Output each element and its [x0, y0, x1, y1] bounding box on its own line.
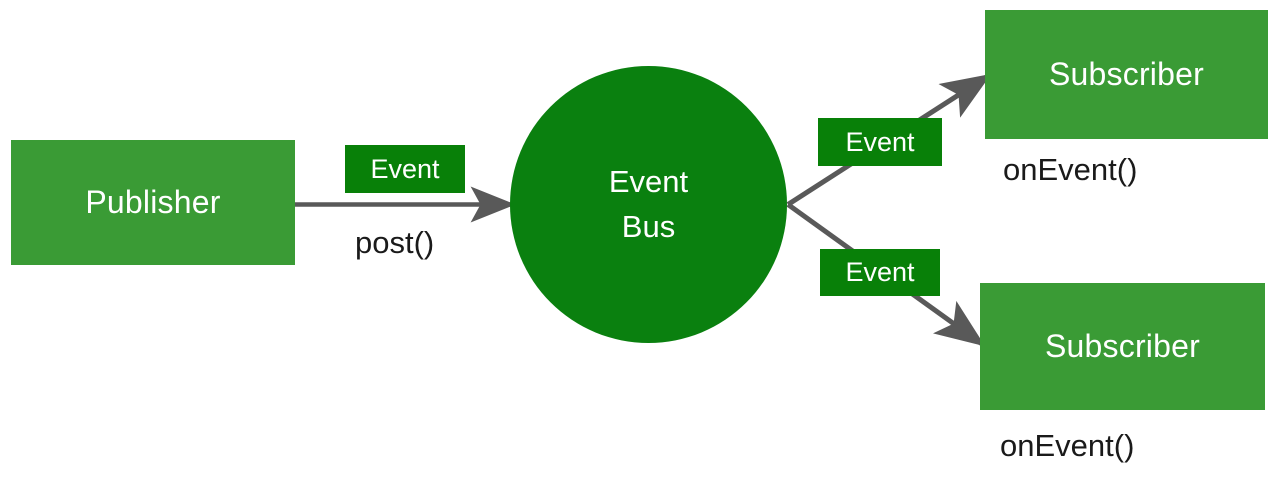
node-subscriber-top-label: Subscriber — [1049, 55, 1204, 92]
node-subscriber-bottom[interactable]: Subscriber — [980, 283, 1265, 410]
node-publisher[interactable]: Publisher — [11, 140, 295, 265]
method-label-onevent-bottom: onEvent() — [1000, 428, 1135, 463]
node-publisher-label: Publisher — [85, 183, 221, 220]
chip-event-post: Event — [345, 145, 465, 193]
node-event-bus-label-line2: Bus — [621, 208, 676, 244]
method-label-post: post() — [355, 225, 435, 260]
chip-event-post-label: Event — [370, 153, 440, 184]
method-label-onevent-top: onEvent() — [1003, 152, 1138, 187]
chip-event-subscriber-bottom: Event — [820, 249, 940, 296]
node-event-bus-label-line1: Event — [608, 163, 689, 199]
chip-event-subscriber-bottom-label: Event — [845, 257, 915, 287]
node-subscriber-top[interactable]: Subscriber — [985, 10, 1268, 139]
node-event-bus[interactable]: Event Bus — [510, 66, 787, 343]
node-subscriber-bottom-label: Subscriber — [1045, 327, 1200, 364]
chip-event-subscriber-top: Event — [818, 118, 942, 166]
chip-event-subscriber-top-label: Event — [845, 126, 915, 157]
